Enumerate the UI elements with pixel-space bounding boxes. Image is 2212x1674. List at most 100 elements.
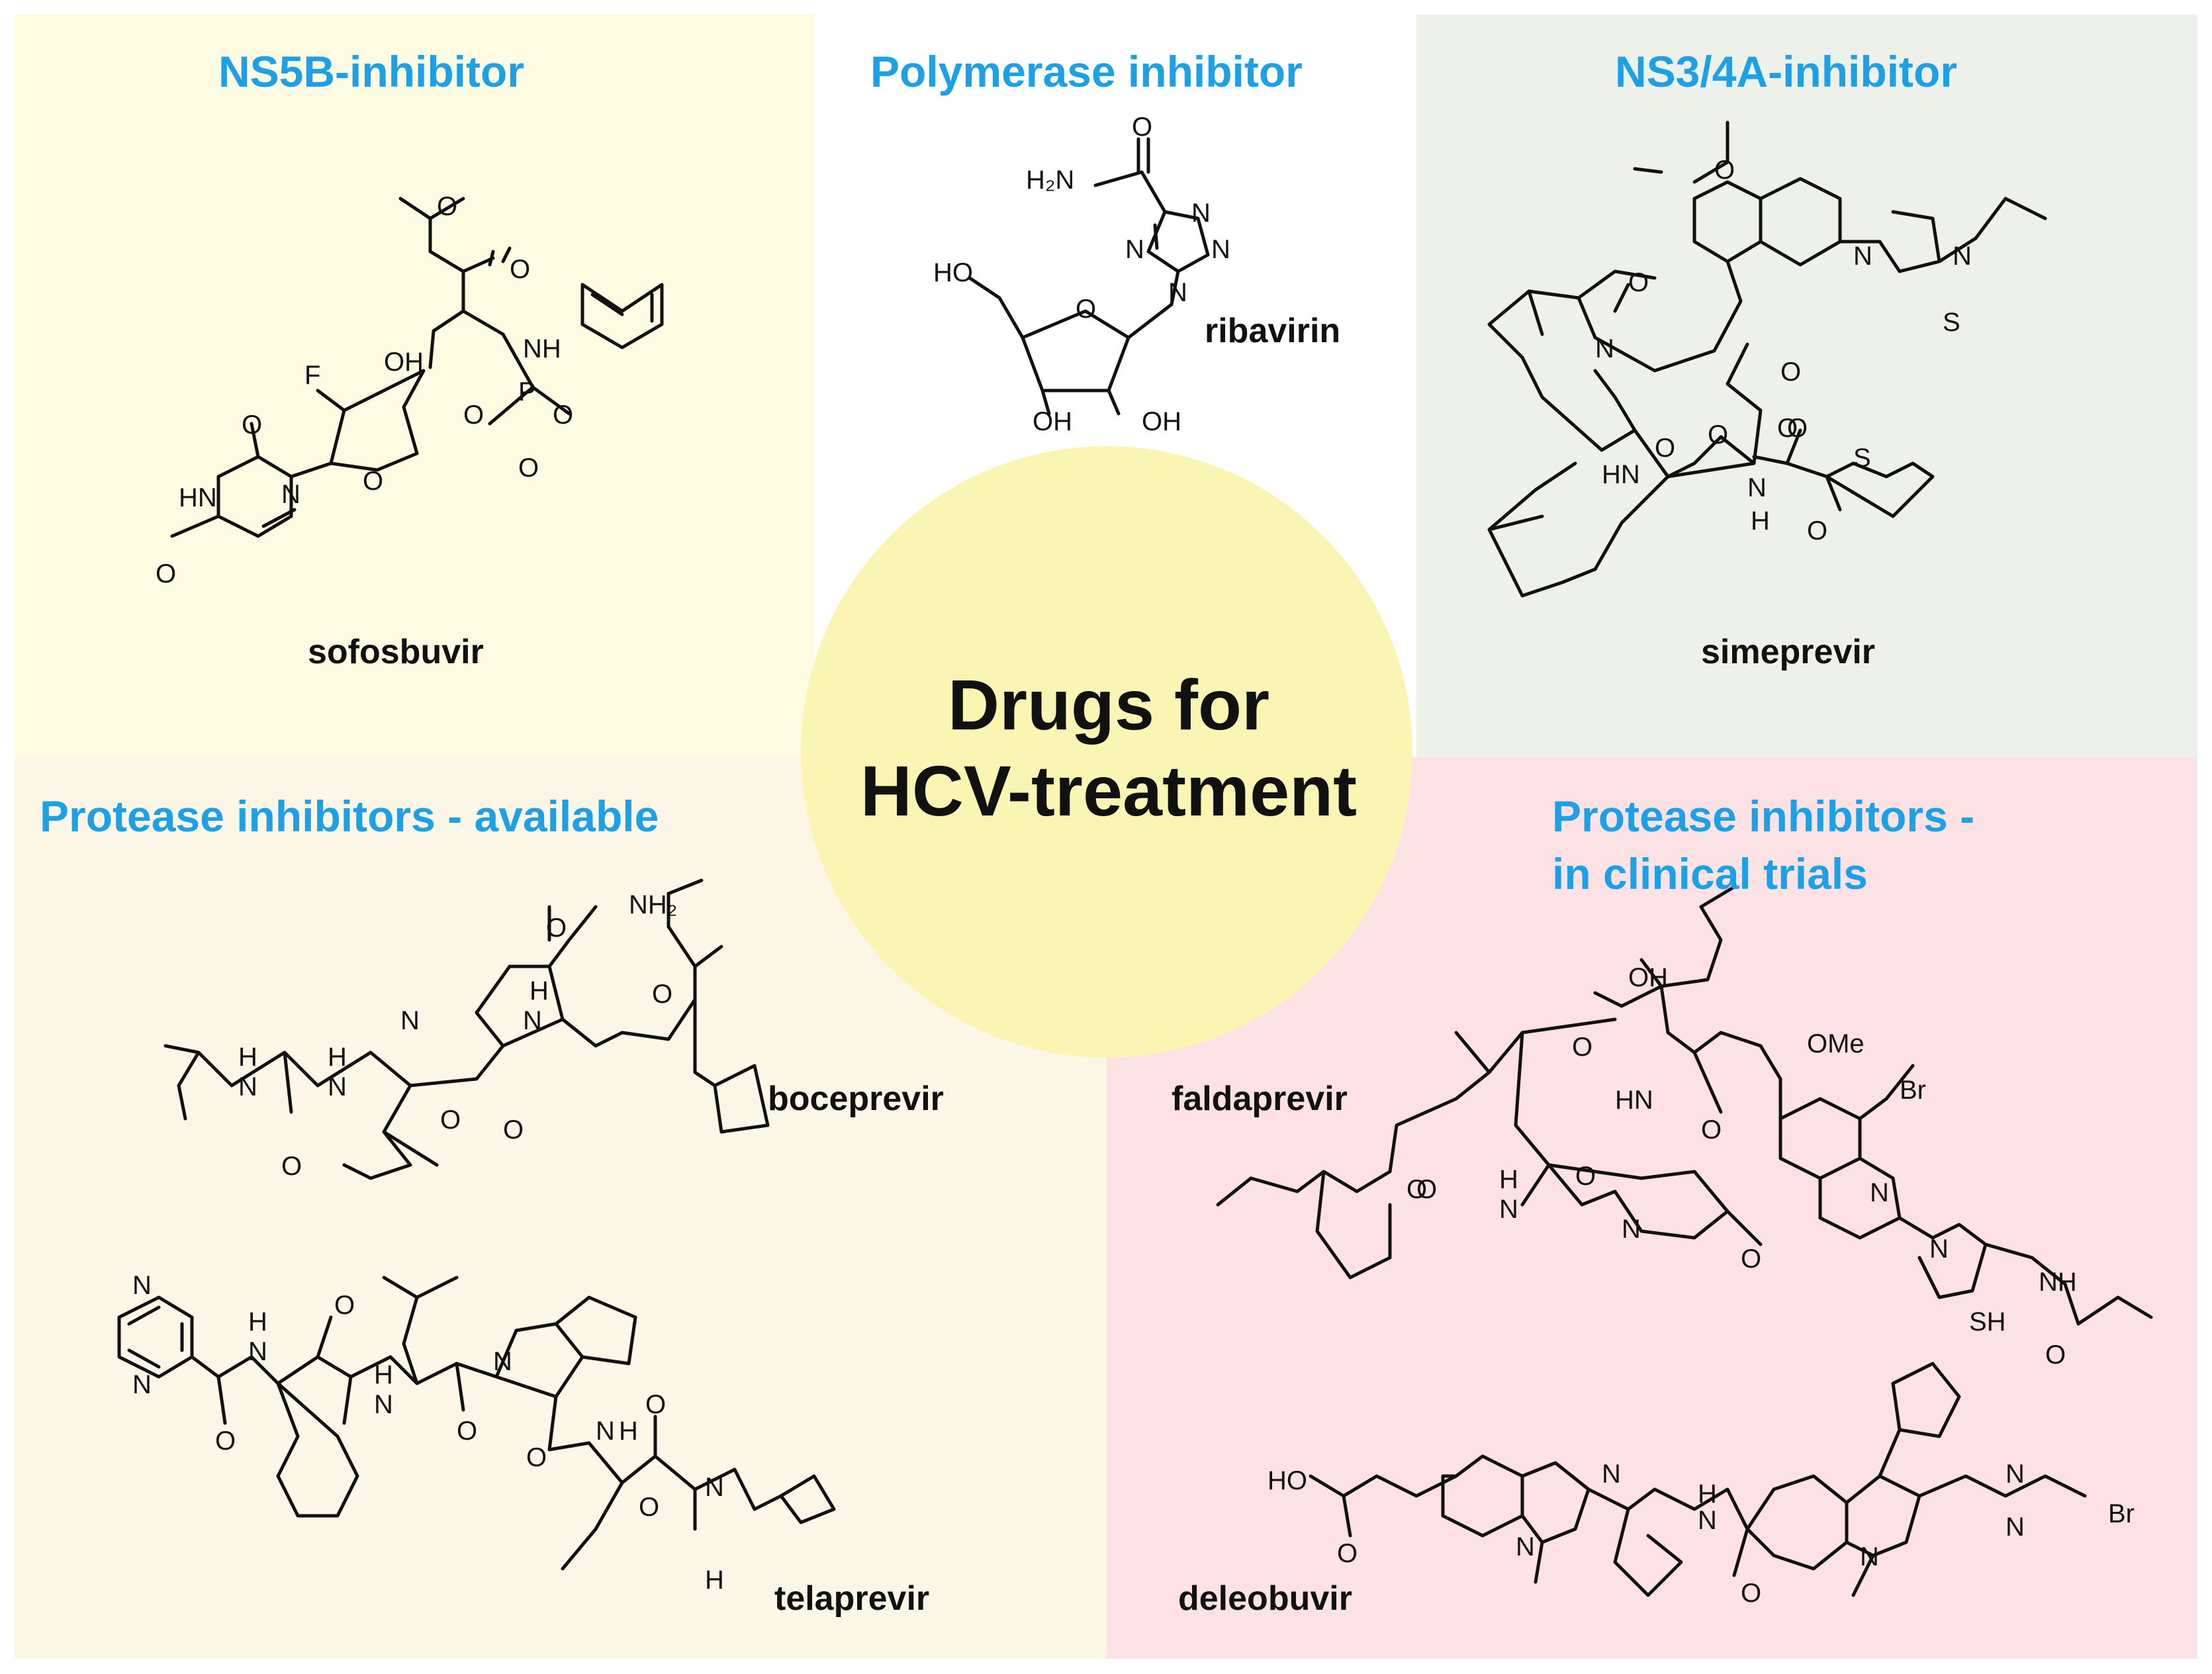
atom-label: N bbox=[1747, 473, 1767, 502]
atom-label: N bbox=[1953, 242, 1972, 271]
atom-label: O bbox=[440, 1105, 461, 1135]
heading-ns5b: NS5B-inhibitor bbox=[218, 47, 524, 96]
telaprevir-structure bbox=[117, 1276, 836, 1571]
atom-label: O bbox=[1701, 1115, 1722, 1144]
atom-label: H bbox=[1751, 506, 1770, 535]
atom-label: H₂N bbox=[1026, 165, 1074, 195]
atom-label: N bbox=[1860, 1542, 1879, 1571]
atom-label: N bbox=[1622, 1215, 1641, 1244]
atom-label: H bbox=[374, 1360, 393, 1389]
atom-label: N bbox=[238, 1072, 257, 1101]
atom-label: S bbox=[1943, 308, 1960, 337]
center-title-line1: Drugs for bbox=[948, 665, 1269, 745]
drug-name-ribavirin: ribavirin bbox=[1205, 312, 1341, 350]
atom-label: HO bbox=[1267, 1466, 1307, 1495]
atom-label: O bbox=[645, 1390, 666, 1419]
atom-label: H bbox=[530, 976, 549, 1005]
ribavirin-structure bbox=[968, 137, 1210, 416]
atom-label: O bbox=[1741, 1579, 1761, 1608]
atom-label: O bbox=[1714, 156, 1735, 185]
center-title: Drugs for HCV-treatment bbox=[798, 662, 1420, 833]
atom-label: N bbox=[132, 1370, 152, 1399]
atom-label: O bbox=[1628, 268, 1649, 297]
atom-label: O bbox=[156, 559, 176, 588]
atom-label: N bbox=[1516, 1532, 1535, 1561]
heading-polymerase: Polymerase inhibitor bbox=[870, 47, 1303, 96]
atom-label: OH bbox=[1033, 407, 1072, 436]
atom-label: O bbox=[1572, 1033, 1592, 1062]
atom-label: O bbox=[1575, 1162, 1596, 1191]
atom-label: OH bbox=[384, 348, 424, 377]
atom-label: H bbox=[619, 1417, 638, 1446]
atom-label: N bbox=[1211, 235, 1230, 264]
atom-label: N bbox=[523, 1006, 542, 1035]
atom-label: N bbox=[248, 1337, 267, 1366]
atom-label: O bbox=[1741, 1244, 1761, 1274]
atom-label: HN bbox=[1602, 460, 1640, 489]
atom-label: O bbox=[1777, 414, 1798, 443]
atom-label: N bbox=[1853, 242, 1872, 271]
atom-label: N bbox=[132, 1271, 152, 1300]
atom-label: O bbox=[363, 467, 383, 496]
atom-label: O bbox=[639, 1493, 659, 1522]
atom-label: NH bbox=[523, 334, 561, 363]
atom-label: O bbox=[1416, 1175, 1437, 1204]
drug-name-deleobuvir: deleobuvir bbox=[1178, 1579, 1352, 1618]
atom-label: SH bbox=[1969, 1307, 2006, 1336]
atom-label: N bbox=[705, 1473, 724, 1502]
atom-label: O bbox=[1406, 1175, 1427, 1204]
heading-available: Protease inhibitors - available bbox=[40, 792, 659, 841]
drug-name-simeprevir: simeprevir bbox=[1701, 633, 1876, 671]
atom-label: O bbox=[1708, 420, 1728, 449]
atom-label: N bbox=[1125, 235, 1144, 264]
atom-label: H bbox=[1698, 1479, 1717, 1509]
atom-label: H bbox=[328, 1043, 347, 1072]
heading-trials-line1: Protease inhibitors - bbox=[1552, 792, 1975, 841]
atom-label: N bbox=[1870, 1178, 1889, 1207]
heading-trials-line2: in clinical trials bbox=[1552, 849, 1868, 898]
atom-label: O bbox=[215, 1426, 236, 1456]
atom-label: N bbox=[1499, 1195, 1518, 1224]
drug-name-boceprevir: boceprevir bbox=[768, 1080, 944, 1118]
atom-label: N bbox=[2005, 1460, 2025, 1489]
atom-label: N bbox=[1168, 278, 1187, 307]
heading-ns3: NS3/4A-inhibitor bbox=[1615, 47, 1958, 96]
atom-label: NH₂ bbox=[629, 890, 677, 919]
atom-label: OH bbox=[1628, 963, 1668, 992]
boceprevir-structure bbox=[163, 878, 770, 1180]
atom-label: N bbox=[1595, 334, 1614, 363]
atom-label: O bbox=[1076, 295, 1096, 324]
atom-label: F bbox=[304, 361, 320, 390]
atom-label: N bbox=[1929, 1234, 1949, 1264]
atom-label: O bbox=[546, 913, 567, 943]
atom-label: S bbox=[1853, 443, 1871, 473]
atom-label: HN bbox=[179, 483, 217, 512]
atom-label: O bbox=[553, 400, 573, 430]
simeprevir-structure bbox=[1487, 120, 2047, 598]
atom-label: O bbox=[518, 453, 539, 483]
atom-label: H bbox=[1499, 1165, 1518, 1194]
atom-label: O bbox=[503, 1115, 524, 1144]
atom-label: O bbox=[437, 192, 457, 221]
panel-ns3-background bbox=[1416, 15, 2197, 757]
atom-label: H bbox=[248, 1307, 267, 1336]
atom-labels: O O NH OH F O O P O O HN N O O O H₂N N N… bbox=[132, 113, 2135, 1608]
panel-trials-background-upper bbox=[1416, 757, 2197, 764]
atom-label: N bbox=[1698, 1506, 1717, 1535]
atom-label: N bbox=[1602, 1460, 1621, 1489]
atom-label: N bbox=[400, 1006, 420, 1035]
atom-label: H bbox=[238, 1043, 257, 1072]
atom-label: N bbox=[493, 1347, 512, 1376]
atom-label: O bbox=[1337, 1539, 1358, 1568]
atom-label: P bbox=[518, 377, 536, 406]
center-circle bbox=[801, 446, 1412, 1058]
center-title-line2: HCV-treatment bbox=[860, 750, 1358, 831]
atom-label: O bbox=[457, 1417, 477, 1446]
drug-name-telaprevir: telaprevir bbox=[774, 1579, 930, 1618]
atom-label: N bbox=[1191, 199, 1211, 228]
atom-label: O bbox=[2045, 1340, 2066, 1370]
atom-label: NH bbox=[2039, 1268, 2077, 1297]
